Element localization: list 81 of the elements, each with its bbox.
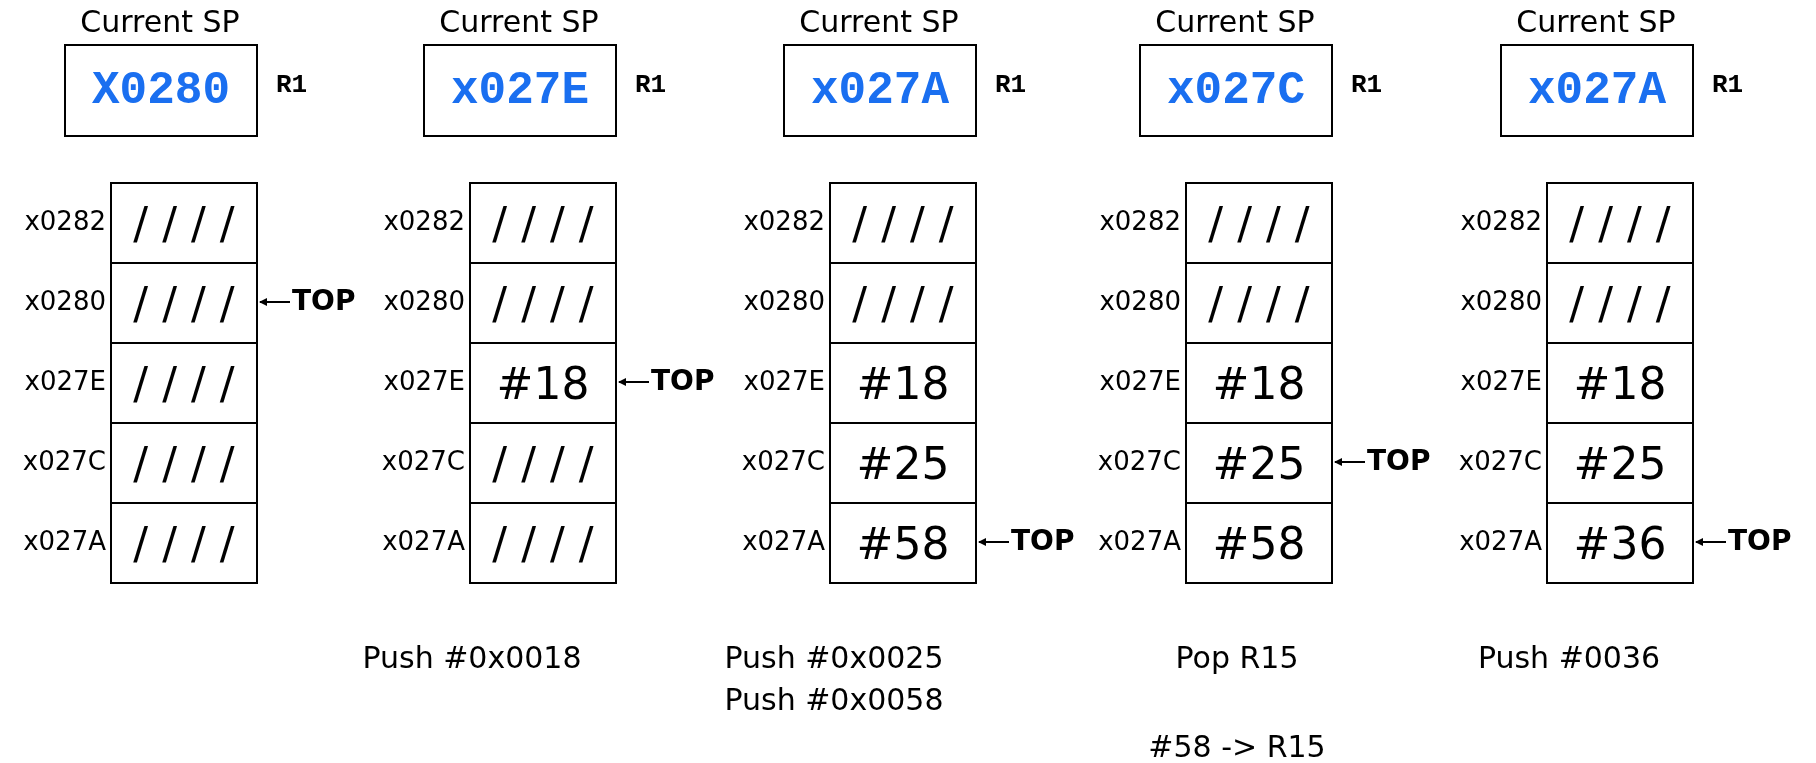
heading-label: Current SP [1154, 4, 1316, 40]
arrow [1695, 538, 1727, 546]
register-name: R1 [276, 70, 308, 100]
operation-label: Push #0x0025 [723, 640, 945, 675]
stack-cell: / / / / [469, 502, 617, 584]
address-label: x0282 [382, 206, 465, 236]
stack-cell: / / / / [1185, 182, 1333, 264]
stack-cell: / / / / [1546, 262, 1694, 344]
register-value-box: x027A [1500, 44, 1694, 137]
register-name: R1 [635, 70, 667, 100]
address-label: x027E [742, 366, 825, 396]
stack-cell: / / / / [469, 422, 617, 504]
address-label: x027E [382, 366, 465, 396]
top-label: TOP [1011, 524, 1075, 557]
register-name: R1 [1712, 70, 1744, 100]
operation-label: Push #0x0058 [723, 682, 945, 717]
address-label: x0282 [742, 206, 825, 236]
stack-cell: / / / / [1185, 262, 1333, 344]
address-label: x027C [21, 446, 106, 476]
arrow [259, 298, 291, 306]
heading-label: Current SP [79, 4, 241, 40]
stack-cell: #25 [1185, 422, 1333, 504]
address-label: x027E [23, 366, 106, 396]
stack-cell: / / / / [110, 262, 258, 344]
address-label: x027A [381, 526, 465, 556]
stack-cell: #18 [1185, 342, 1333, 424]
top-label: TOP [651, 364, 715, 397]
stack-cell: #36 [1546, 502, 1694, 584]
stack-cell: #25 [1546, 422, 1694, 504]
arrow [618, 378, 650, 386]
operation-label: Push #0036 [1476, 640, 1662, 675]
address-label: x027C [380, 446, 465, 476]
register-name: R1 [995, 70, 1027, 100]
operation-label: Push #0x0018 [361, 640, 583, 675]
register-value-box: x027A [783, 44, 977, 137]
stack-cell: / / / / [829, 182, 977, 264]
stack-cell: / / / / [829, 262, 977, 344]
stack-cell: #25 [829, 422, 977, 504]
address-label: x0282 [1098, 206, 1181, 236]
register-value-box: X0280 [64, 44, 258, 137]
address-label: x0282 [23, 206, 106, 236]
stack-cell: / / / / [110, 422, 258, 504]
register-value-box: x027C [1139, 44, 1333, 137]
arrow [978, 538, 1010, 546]
address-label: x027C [740, 446, 825, 476]
heading-label: Current SP [798, 4, 960, 40]
operation-label: #58 -> R15 [1147, 729, 1327, 763]
address-label: x027C [1457, 446, 1542, 476]
address-label: x0280 [742, 286, 825, 316]
stack-cell: / / / / [469, 182, 617, 264]
address-label: x027E [1098, 366, 1181, 396]
address-label: x027A [1458, 526, 1542, 556]
register-name: R1 [1351, 70, 1383, 100]
stack-cell: #58 [1185, 502, 1333, 584]
address-label: x0280 [23, 286, 106, 316]
heading-label: Current SP [438, 4, 600, 40]
address-label: x0280 [382, 286, 465, 316]
stack-cell: #18 [829, 342, 977, 424]
heading-label: Current SP [1515, 4, 1677, 40]
address-label: x0280 [1098, 286, 1181, 316]
address-label: x027C [1096, 446, 1181, 476]
address-label: x027A [741, 526, 825, 556]
top-label: TOP [1728, 524, 1792, 557]
register-value-box: x027E [423, 44, 617, 137]
address-label: x027A [1097, 526, 1181, 556]
address-label: x0282 [1459, 206, 1542, 236]
operation-label: Pop R15 [1174, 640, 1300, 675]
top-label: TOP [292, 284, 356, 317]
stack-cell: / / / / [110, 502, 258, 584]
arrow [1334, 458, 1366, 466]
stack-cell: #18 [469, 342, 617, 424]
stack-cell: / / / / [110, 182, 258, 264]
address-label: x0280 [1459, 286, 1542, 316]
stack-cell: #18 [1546, 342, 1694, 424]
stack-cell: #58 [829, 502, 977, 584]
address-label: x027A [22, 526, 106, 556]
stack-cell: / / / / [110, 342, 258, 424]
address-label: x027E [1459, 366, 1542, 396]
stack-cell: / / / / [1546, 182, 1694, 264]
top-label: TOP [1367, 444, 1431, 477]
stack-cell: / / / / [469, 262, 617, 344]
